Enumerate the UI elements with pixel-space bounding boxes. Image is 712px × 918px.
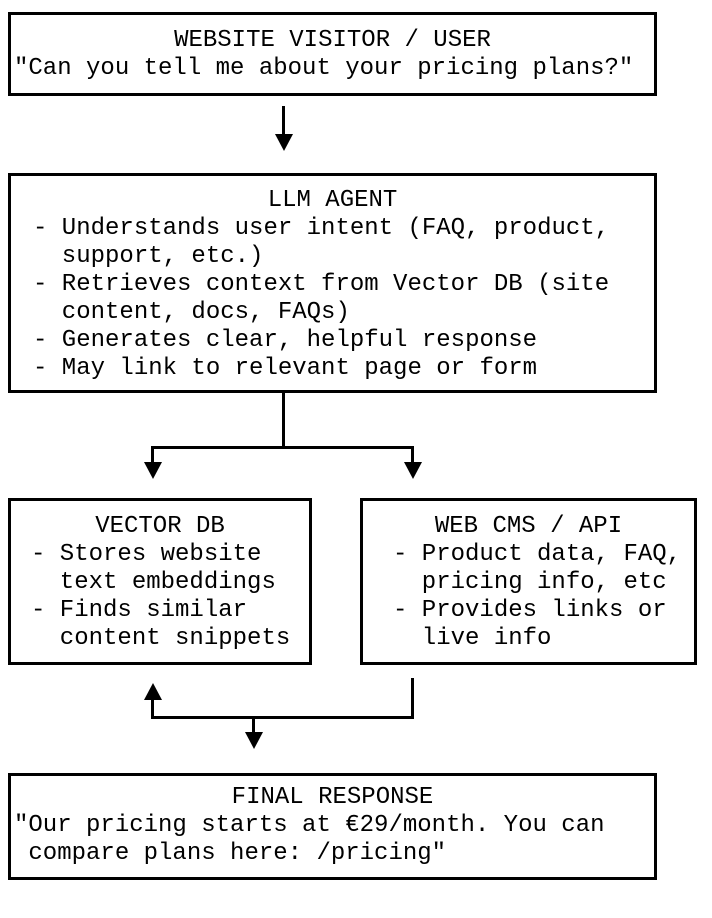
node-final-response: FINAL RESPONSE "Our pricing starts at €2…	[8, 773, 657, 880]
connector-llm-branch-crossbar	[151, 446, 414, 449]
arrowhead-down-icon	[144, 462, 162, 479]
node-web-cms-api: WEB CMS / API - Product data, FAQ, prici…	[360, 498, 697, 665]
node-web-cms-api-title: WEB CMS / API	[434, 513, 623, 540]
node-vector-db-title: VECTOR DB	[95, 513, 225, 540]
connector-to-vector-up-stub	[151, 700, 154, 716]
node-llm-agent: LLM AGENT - Understands user intent (FAQ…	[8, 173, 657, 393]
arrowhead-up-icon	[144, 683, 162, 700]
node-final-response-title: FINAL RESPONSE	[231, 784, 434, 811]
connector-visitor-to-llm-line	[282, 106, 285, 134]
node-final-response-quote: "Our pricing starts at €29/month. You ca…	[14, 812, 605, 867]
node-web-cms-api-bullets: - Product data, FAQ, pricing info, etc -…	[393, 541, 682, 652]
node-website-visitor: WEBSITE VISITOR / USER "Can you tell me …	[8, 12, 657, 96]
node-website-visitor-title: WEBSITE VISITOR / USER	[174, 27, 491, 54]
node-llm-agent-bullets: - Understands user intent (FAQ, product,…	[33, 215, 610, 382]
node-website-visitor-quote: "Can you tell me about your pricing plan…	[14, 55, 634, 82]
node-vector-db: VECTOR DB - Stores website text embeddin…	[8, 498, 312, 665]
connector-to-final-down-stub	[252, 719, 255, 732]
connector-llm-to-cms-stub	[411, 449, 414, 462]
connector-cms-down-line	[411, 678, 414, 719]
node-vector-db-bullets: - Stores website text embeddings - Finds…	[31, 541, 291, 652]
arrowhead-down-icon	[245, 732, 263, 749]
arrowhead-down-icon	[404, 462, 422, 479]
connector-return-crossbar	[151, 716, 414, 719]
arrowhead-down-icon	[275, 134, 293, 151]
connector-llm-branch-stem	[282, 393, 285, 446]
node-llm-agent-title: LLM AGENT	[267, 187, 398, 214]
connector-llm-to-vector-stub	[151, 449, 154, 462]
